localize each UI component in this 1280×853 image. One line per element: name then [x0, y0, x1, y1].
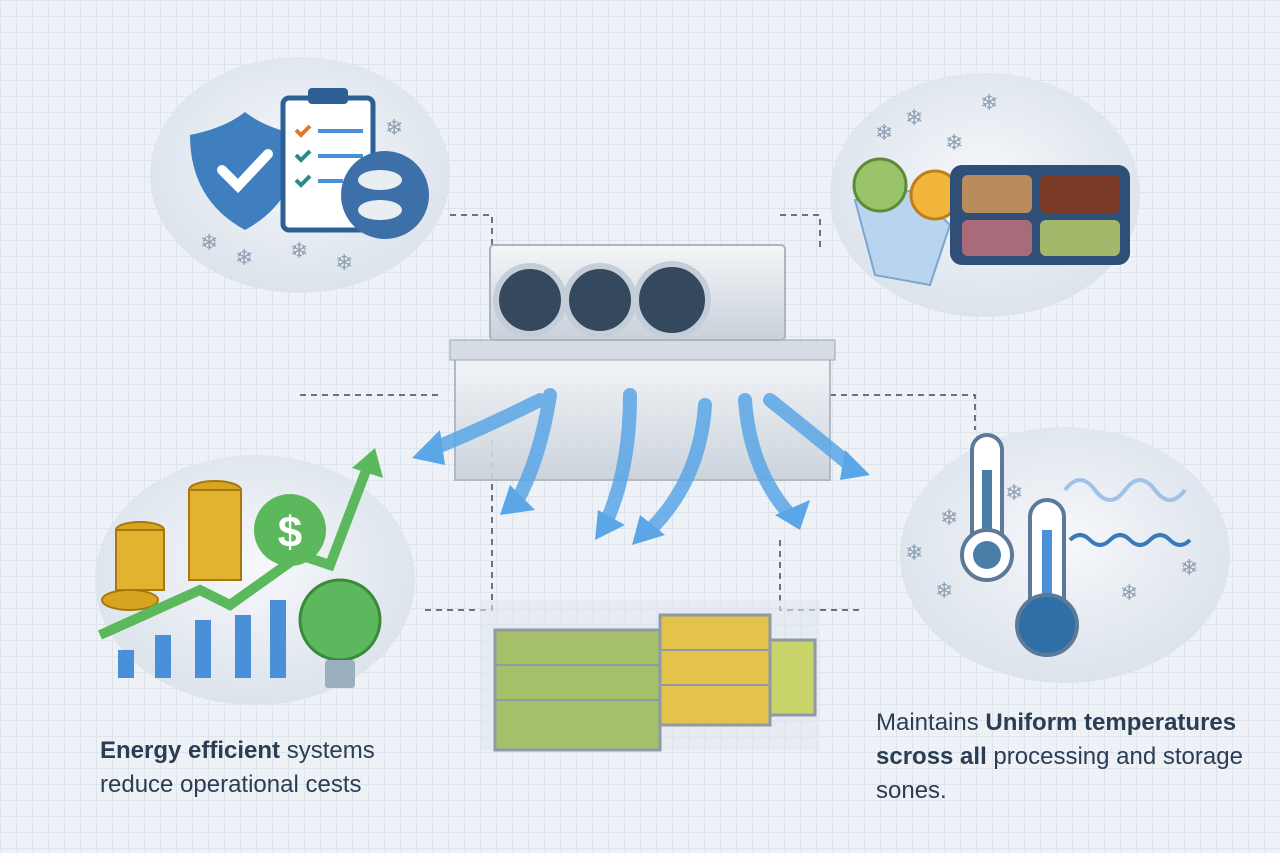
svg-text:❄: ❄ [905, 540, 923, 565]
temperature-wave-2 [1068, 533, 1192, 547]
fish-icon [341, 151, 429, 239]
meal-container-icon [950, 165, 1130, 265]
dollar-icon [254, 494, 326, 566]
bar-chart-icon [118, 600, 286, 678]
svg-text:❄: ❄ [945, 130, 963, 155]
energy-caption-rest: systems [280, 737, 375, 764]
svg-text:❄: ❄ [200, 230, 218, 255]
svg-text:❄: ❄ [875, 120, 893, 145]
svg-text:❄: ❄ [385, 115, 403, 140]
energy-caption-line2: reduce operational cests [100, 771, 362, 798]
storage-carts [480, 600, 820, 752]
fan-icons [493, 261, 711, 339]
temperature-bubble: ❄ ❄ ❄ ❄ ❄ ❄ [900, 427, 1230, 683]
lightbulb-icon [298, 578, 382, 688]
coin-stack-icon [101, 480, 242, 611]
freezer-unit [412, 244, 870, 545]
thermometer-icon [960, 433, 1014, 582]
temperature-caption-bold: Uniform temperatures [985, 709, 1237, 736]
energy-caption-bold: Energy efficient [100, 737, 281, 764]
svg-text:❄: ❄ [290, 238, 308, 263]
compliance-bubble: ❄ ❄ ❄ ❄ ❄ [150, 57, 450, 293]
temperature-caption-line2: processing and storage sones. [876, 743, 1243, 804]
thermometer-icon-2 [1015, 498, 1079, 657]
energy-bubble: $ [95, 448, 415, 705]
svg-text:❄: ❄ [1005, 480, 1023, 505]
growth-arrow-icon [97, 458, 375, 640]
airflow-arrows [423, 388, 857, 537]
frozen-food-bubble: ❄ ❄ ❄ ❄ [830, 73, 1140, 317]
temperature-caption: Maintains Uniform temperatures scross al… [876, 706, 1280, 808]
svg-text:❄: ❄ [1120, 580, 1138, 605]
energy-caption: Energy efficient systems reduce operatio… [100, 734, 375, 802]
temperature-caption-a: Maintains [876, 709, 986, 736]
shield-check-icon [190, 112, 300, 230]
dollar-symbol: $ [278, 508, 302, 557]
svg-text:❄: ❄ [980, 90, 998, 115]
temperature-caption-line2-bold: scross all [876, 743, 987, 770]
temperature-wave [1063, 478, 1187, 502]
snowflake-icons: ❄ ❄ ❄ ❄ ❄ [200, 115, 403, 275]
svg-text:❄: ❄ [935, 578, 953, 603]
svg-text:❄: ❄ [235, 245, 253, 270]
svg-text:❄: ❄ [335, 250, 353, 275]
svg-text:❄: ❄ [940, 505, 958, 530]
svg-text:❄: ❄ [1180, 555, 1198, 580]
svg-text:❄: ❄ [905, 105, 923, 130]
